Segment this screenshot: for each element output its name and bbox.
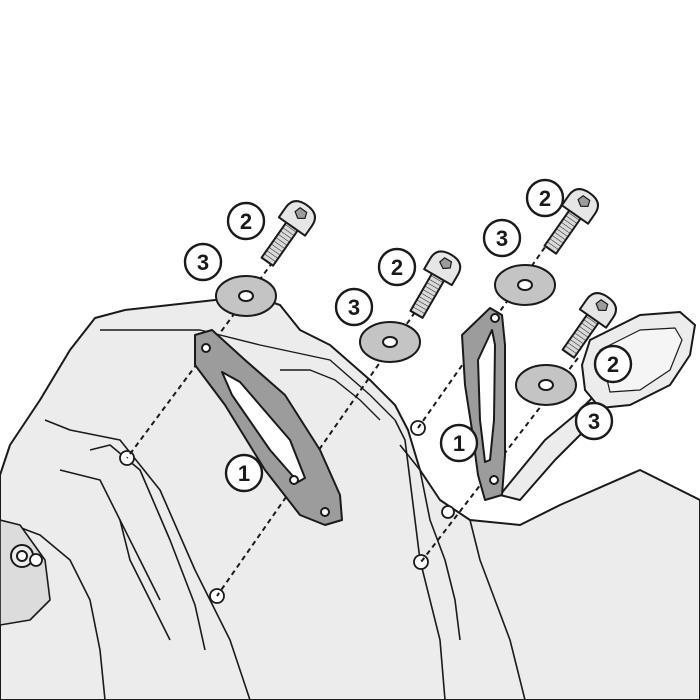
bracket-right-hole-bottom	[489, 475, 499, 485]
bracket-left-slot	[221, 371, 306, 483]
callout-screw-1: 2	[226, 201, 266, 241]
washer-2	[359, 321, 421, 363]
callout-washer-2: 3	[334, 287, 374, 327]
bracket-right-slot	[477, 329, 496, 463]
callout-label: 2	[391, 255, 403, 280]
screw-1	[260, 200, 317, 267]
fairing-inner-left-3	[0, 519, 106, 700]
bracket-left-hole-bottom	[320, 507, 330, 517]
callouts: 1 1 2 2 2 2 3 3	[183, 178, 633, 493]
callout-washer-3: 3	[482, 218, 522, 258]
screws	[260, 188, 618, 359]
callout-label: 3	[588, 409, 600, 434]
fairing-trim-top	[100, 329, 396, 421]
callout-label: 3	[496, 226, 508, 251]
mount-hole-left-low	[29, 553, 43, 567]
washer-3	[494, 264, 556, 306]
fairing-center-slot	[394, 419, 446, 700]
mount-hole-right-bottom	[413, 554, 429, 570]
screw-2	[409, 250, 462, 319]
washer-4	[515, 364, 577, 406]
fairing-lower-pocket	[0, 519, 51, 626]
fairing-inner-left-2	[89, 444, 206, 651]
callout-label: 2	[607, 352, 619, 377]
washers	[215, 264, 577, 406]
fairing-body	[0, 294, 700, 700]
callout-label: 2	[539, 186, 551, 211]
fairing-lower-shape	[59, 469, 161, 601]
screw-3	[543, 188, 600, 255]
bracket-left	[194, 329, 343, 526]
callout-screw-3: 2	[525, 178, 565, 218]
callout-washer-1: 3	[183, 242, 223, 282]
mount-hole-left-top	[119, 450, 135, 466]
fairing-trim-curve	[280, 369, 381, 421]
callout-bracket-right: 1	[439, 423, 479, 463]
callout-label: 1	[453, 431, 465, 456]
callout-label: 3	[197, 250, 209, 275]
callout-washer-4: 3	[574, 401, 614, 441]
mount-hole-right-mid	[441, 505, 455, 519]
bracket-left-hole-mid	[289, 475, 299, 485]
fairing-inner-left-4	[119, 519, 171, 641]
callout-bracket-left: 1	[224, 453, 264, 493]
callout-label: 2	[240, 209, 252, 234]
mount-hole-left-bottom	[209, 588, 225, 604]
screw-4	[561, 292, 618, 359]
callout-label: 1	[238, 461, 250, 486]
fairing-right-panel-edge	[469, 519, 526, 700]
fairing-left-panel	[0, 294, 700, 700]
callout-screw-2: 2	[377, 247, 417, 287]
bracket-right-hole-top	[490, 313, 500, 323]
bracket-right	[461, 307, 506, 501]
fairing-inner-left	[44, 419, 251, 700]
fairing-knob-inner	[16, 550, 28, 562]
washer-1	[215, 275, 277, 317]
callout-label: 3	[348, 295, 360, 320]
bracket-left-hole-top	[201, 343, 211, 353]
callout-screw-4: 2	[593, 344, 633, 384]
